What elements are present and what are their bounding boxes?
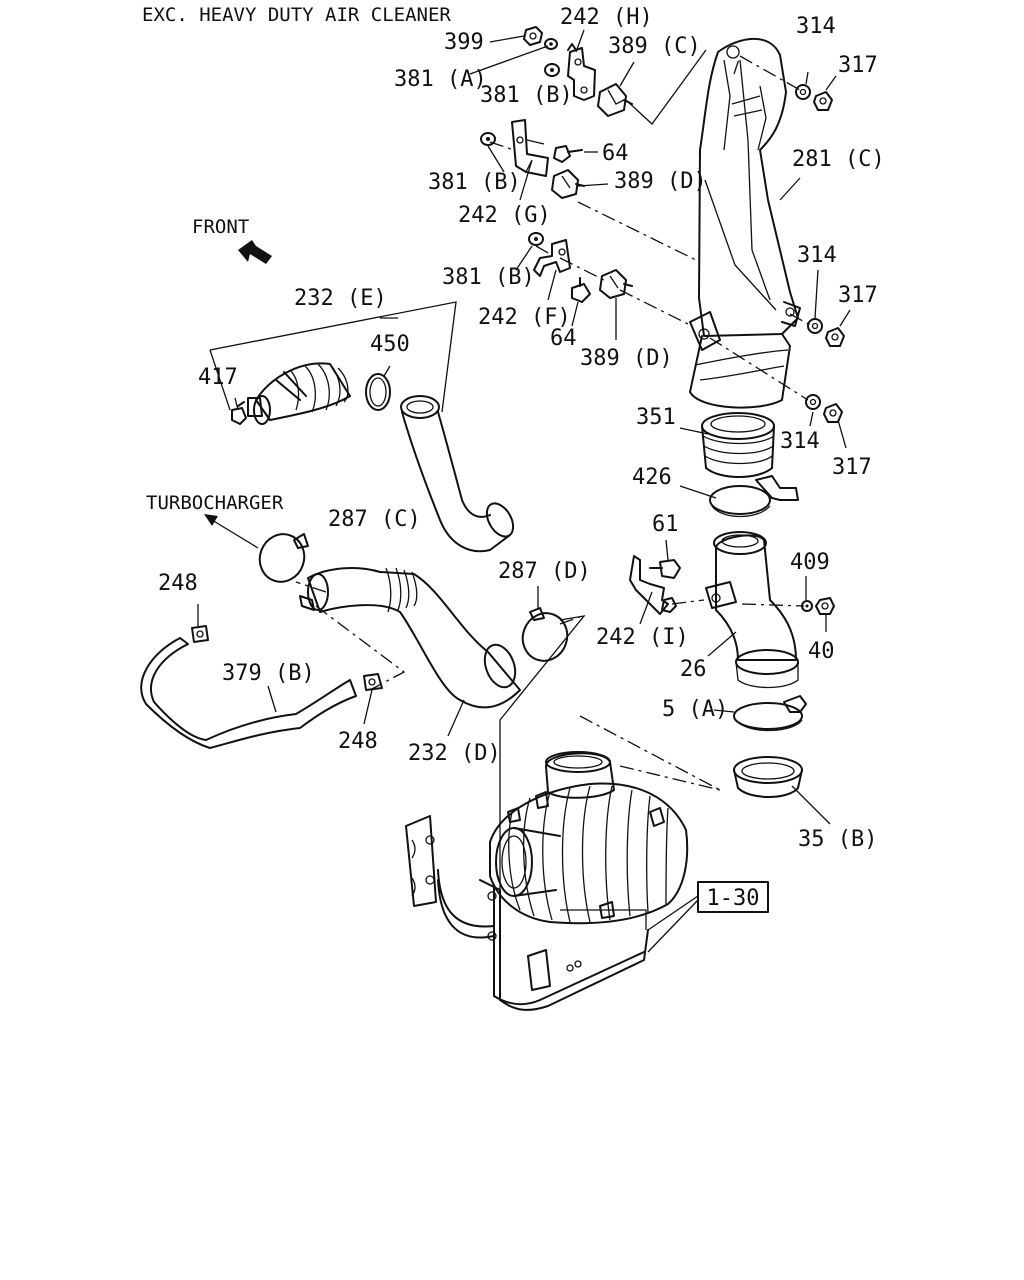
label-381b-2: 381 (B): [428, 170, 521, 195]
mount-389d-top: [551, 169, 585, 199]
label-379b: 379 (B): [222, 661, 315, 686]
bolt-64-low: [571, 277, 591, 303]
clamp-426: [709, 475, 799, 518]
label-314-3: 314: [780, 429, 820, 454]
label-5a: 5 (A): [662, 697, 728, 722]
washer-381b-mid: [480, 132, 496, 146]
label-turbocharger: TURBOCHARGER: [146, 492, 284, 514]
label-399: 399: [444, 30, 484, 55]
nut-317-top: [813, 91, 833, 111]
label-317-3: 317: [832, 455, 872, 480]
front-arrow-icon: [238, 240, 272, 264]
clamp-287d: [521, 607, 569, 662]
label-64-2: 64: [550, 326, 577, 351]
washer-314-top: [795, 84, 811, 100]
clamp-5a: [733, 695, 807, 732]
nut-317-low: [823, 403, 843, 423]
elbow-26: [705, 531, 799, 689]
label-409: 409: [790, 550, 830, 575]
label-64-1: 64: [602, 141, 629, 166]
ring-450: [365, 373, 391, 411]
label-389d-2: 389 (D): [580, 346, 673, 371]
label-front: FRONT: [192, 216, 249, 238]
label-426: 426: [632, 465, 672, 490]
callout-labels: 399 242 (H) 381 (A) 381 (B) 389 (C) 314 …: [146, 5, 885, 852]
mount-389d-low: [599, 269, 633, 299]
label-40: 40: [808, 639, 835, 664]
label-351: 351: [636, 405, 676, 430]
clamp-287c: [258, 533, 309, 583]
label-381b-1: 381 (B): [480, 83, 573, 108]
air-cleaner-assembly: [405, 751, 689, 1011]
leader-lines: [197, 29, 851, 1000]
hose-379b: [140, 637, 357, 749]
nut-on-242i: [661, 597, 677, 613]
label-232e: 232 (E): [294, 286, 387, 311]
label-314-2: 314: [797, 243, 837, 268]
diagram-title: EXC. HEAVY DUTY AIR CLEANER: [142, 4, 451, 26]
hose-232e: [237, 362, 351, 425]
bolt-64-top: [553, 145, 583, 163]
nut-40: [815, 597, 835, 615]
bracket-242g: [511, 119, 549, 177]
label-242f: 242 (F): [478, 305, 571, 330]
bolt-61: [649, 559, 681, 579]
label-232d: 232 (D): [408, 741, 501, 766]
washer-314-low: [805, 394, 821, 410]
label-26: 26: [680, 657, 707, 682]
clip-248-bottom: [363, 673, 383, 691]
washer-381a: [544, 38, 558, 50]
label-417: 417: [198, 365, 238, 390]
elbow-hose-upper: [400, 395, 515, 553]
label-35b: 35 (B): [798, 827, 877, 852]
label-242i: 242 (I): [596, 625, 689, 650]
label-248-2: 248: [338, 729, 378, 754]
hose-232d: [299, 567, 521, 709]
label-242g: 242 (G): [458, 203, 551, 228]
label-287d: 287 (D): [498, 559, 591, 584]
label-242h: 242 (H): [560, 5, 653, 30]
clip-417: [231, 407, 247, 425]
clip-248-top: [191, 625, 209, 643]
bracket-242f: [533, 239, 571, 277]
label-389c: 389 (C): [608, 34, 701, 59]
label-381b-3: 381 (B): [442, 265, 535, 290]
bracket-242h: [567, 43, 596, 101]
label-248-1: 248: [158, 571, 198, 596]
bellows-351: [701, 412, 775, 478]
bracket-242i: [629, 555, 669, 615]
label-287c: 287 (C): [328, 507, 421, 532]
reference-label: 1-30: [707, 886, 760, 911]
air-duct-281c: [689, 37, 801, 409]
label-314-1: 314: [796, 14, 836, 39]
washer-381b-low: [528, 232, 544, 246]
label-61: 61: [652, 512, 679, 537]
nut-399: [523, 26, 543, 46]
washer-381b-top: [544, 63, 560, 77]
nut-317-mid: [825, 327, 845, 347]
washer-314-mid: [807, 318, 823, 334]
label-381a: 381 (A): [394, 67, 487, 92]
label-281c: 281 (C): [792, 147, 885, 172]
label-389d-1: 389 (D): [614, 169, 707, 194]
assembly-lines: [295, 55, 813, 791]
turbocharger-arrow-icon: [204, 514, 259, 549]
reference-box-1-30: 1-30: [697, 881, 769, 913]
seal-35b: [733, 756, 803, 798]
label-317-2: 317: [838, 283, 878, 308]
label-450: 450: [370, 332, 410, 357]
label-317-1: 317: [838, 53, 878, 78]
